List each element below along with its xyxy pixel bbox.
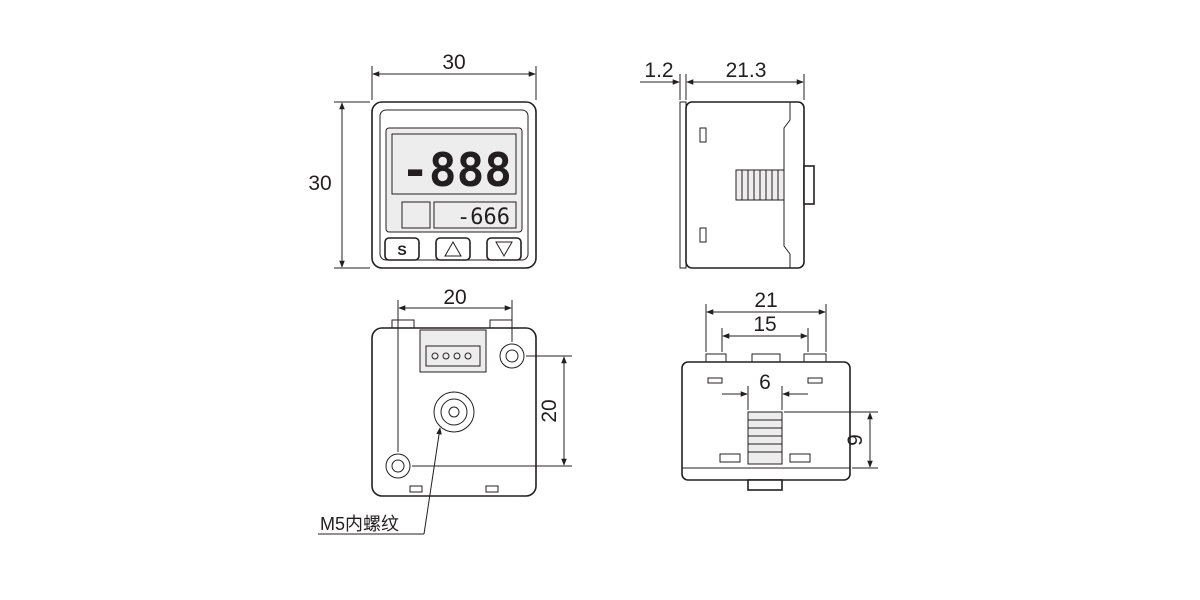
set-button[interactable]: S (384, 237, 420, 261)
side-depth-dim: 21.3 (726, 59, 767, 82)
front-height-dim: 30 (308, 172, 331, 195)
down-button[interactable] (486, 237, 522, 261)
front-width-dim: 30 (442, 51, 465, 74)
back-vertical-dim: 20 (538, 399, 561, 422)
bottom-gap-dim: 6 (759, 371, 771, 394)
triangle-up-icon (444, 240, 462, 257)
connector-socket (419, 329, 487, 373)
bottom-grip (747, 411, 783, 465)
bottom-view: 21 15 6 9 (681, 289, 878, 491)
front-view: -888 -666 S 30 30 (308, 51, 537, 269)
mount-hole-top-right (499, 343, 525, 369)
thread-label: M5内螺纹 (320, 514, 399, 534)
back-view: 20 20 M5内螺纹 (318, 286, 572, 535)
display-panel (385, 127, 523, 233)
mount-hole-bottom-left (385, 453, 411, 479)
bottom-outer-dim: 21 (754, 289, 777, 312)
main-display: -888 (401, 143, 512, 197)
triangle-down-icon (495, 241, 513, 258)
sub-display: -666 (457, 205, 510, 230)
pressure-port (433, 391, 475, 433)
up-button[interactable] (435, 237, 471, 261)
bottom-height-dim: 9 (844, 434, 867, 446)
side-view: 1.2 21.3 (640, 59, 815, 269)
side-offset-dim: 1.2 (644, 59, 673, 82)
back-horizontal-dim: 20 (443, 286, 466, 309)
bottom-inner-dim: 15 (753, 313, 776, 336)
svg-text:S: S (397, 242, 406, 258)
